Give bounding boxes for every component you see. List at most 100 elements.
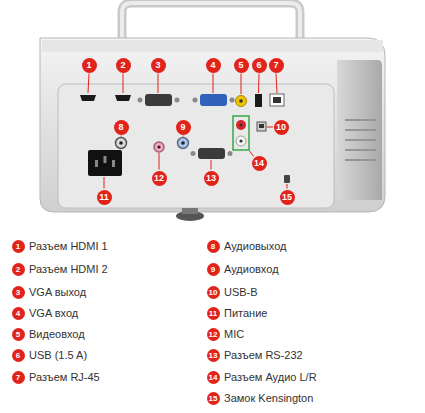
projector-body xyxy=(40,38,385,221)
connector-ports-part xyxy=(239,139,242,142)
projector-handle-part xyxy=(122,3,300,38)
key-text: USB-B xyxy=(224,286,258,299)
connector-ports-part xyxy=(255,94,262,107)
key-number: 13 xyxy=(207,349,220,362)
key-number: 4 xyxy=(12,307,25,320)
callout-number: 3 xyxy=(151,58,166,73)
key-number: 11 xyxy=(207,307,220,320)
key-text: USB (1.5 A) xyxy=(29,349,87,362)
key-number: 1 xyxy=(12,240,25,253)
key-text: Разъем Аудио L/R xyxy=(224,371,317,384)
key-text: Аудиовход xyxy=(224,263,279,276)
callout-number: 6 xyxy=(252,58,267,73)
key-number: 2 xyxy=(12,263,25,276)
connector-ports-part xyxy=(259,124,264,128)
callout-number: 13 xyxy=(204,171,219,186)
connector-ports-part xyxy=(145,94,172,106)
leader-lines-part xyxy=(287,184,288,189)
connector-ports-part xyxy=(236,136,246,146)
projector-body-part xyxy=(58,84,334,208)
key-number: 14 xyxy=(207,371,220,384)
callout-number: 10 xyxy=(274,120,289,135)
leader-lines-part xyxy=(183,136,184,137)
connector-ports-part xyxy=(88,150,122,176)
connector-ports-part xyxy=(112,160,115,167)
projector-body-part xyxy=(182,208,198,214)
connector-ports-part xyxy=(273,97,281,103)
callout-number: 5 xyxy=(234,58,249,73)
connector-ports-part xyxy=(191,151,196,156)
leader-lines-part xyxy=(250,151,254,156)
key-number: 12 xyxy=(207,328,220,341)
key-text: Разъем RJ-45 xyxy=(29,371,100,384)
leader-lines-part xyxy=(276,74,277,94)
connector-ports-part xyxy=(178,138,189,149)
projector-body-part xyxy=(337,60,382,200)
connector-ports-part xyxy=(236,96,247,107)
projector-handle xyxy=(122,3,300,38)
connector-ports-part xyxy=(175,98,180,103)
callout-number: 9 xyxy=(176,120,191,135)
connector-ports-part xyxy=(198,148,225,159)
leader-lines-part xyxy=(241,74,242,95)
connector-ports-part xyxy=(239,123,242,126)
connector-ports-part xyxy=(236,120,246,130)
connector-ports-part xyxy=(257,122,266,131)
connector-ports-part xyxy=(284,175,290,183)
key-number: 5 xyxy=(12,328,25,341)
callout-number: 15 xyxy=(280,190,295,205)
key-text: Разъем HDMI 1 xyxy=(29,240,108,253)
leader-lines-part xyxy=(123,74,124,94)
key-number: 3 xyxy=(12,286,25,299)
callout-number: 4 xyxy=(206,58,221,73)
connector-ports-part xyxy=(157,145,160,148)
callout-number: 8 xyxy=(114,120,129,135)
connector-ports-part xyxy=(119,141,123,145)
key-number: 7 xyxy=(12,371,25,384)
projector-body-part xyxy=(42,40,383,52)
connector-ports-part xyxy=(138,98,143,103)
connector-ports-part xyxy=(228,151,233,156)
key-text: Замок Kensington xyxy=(224,392,313,405)
callout-number: 12 xyxy=(152,171,167,186)
connector-ports-part xyxy=(239,99,243,103)
connector-ports xyxy=(80,94,290,183)
connector-ports-part xyxy=(116,138,127,149)
key-number: 8 xyxy=(207,240,220,253)
leader-lines-part xyxy=(104,177,105,189)
leader-lines-part xyxy=(267,127,273,128)
key-text: Разъем RS-232 xyxy=(224,349,303,362)
key-text: Питание xyxy=(224,307,267,320)
connector-ports-part xyxy=(154,142,164,152)
callout-number: 11 xyxy=(97,190,112,205)
key-number: 15 xyxy=(207,392,220,405)
leader-lines-part xyxy=(121,136,122,137)
connector-ports-part xyxy=(95,160,98,167)
connector-ports-part xyxy=(233,116,249,150)
key-text: Видеовход xyxy=(29,328,85,341)
key-text: Разъем HDMI 2 xyxy=(29,263,108,276)
key-text: VGA выход xyxy=(29,286,86,299)
connector-ports-part xyxy=(230,98,235,103)
callout-number: 2 xyxy=(116,58,131,73)
connector-ports-part xyxy=(200,94,227,106)
callout-number: 7 xyxy=(269,58,284,73)
leader-lines-part xyxy=(211,160,212,170)
callout-number: 14 xyxy=(252,156,267,171)
key-text: VGA вход xyxy=(29,307,78,320)
leader-lines-part xyxy=(258,74,260,94)
connector-ports-part xyxy=(181,141,185,145)
connector-ports-part xyxy=(270,94,284,106)
connector-ports-part xyxy=(80,95,96,101)
key-number: 6 xyxy=(12,349,25,362)
projector-body-part xyxy=(345,120,376,160)
leader-lines-part xyxy=(88,74,89,94)
projector-handle-part xyxy=(122,3,300,38)
leader-lines-part xyxy=(159,153,160,170)
leader-lines xyxy=(88,74,287,189)
key-number: 9 xyxy=(207,263,220,276)
key-number: 10 xyxy=(207,286,220,299)
callout-number: 1 xyxy=(82,58,97,73)
leader-lines-part xyxy=(158,74,159,94)
